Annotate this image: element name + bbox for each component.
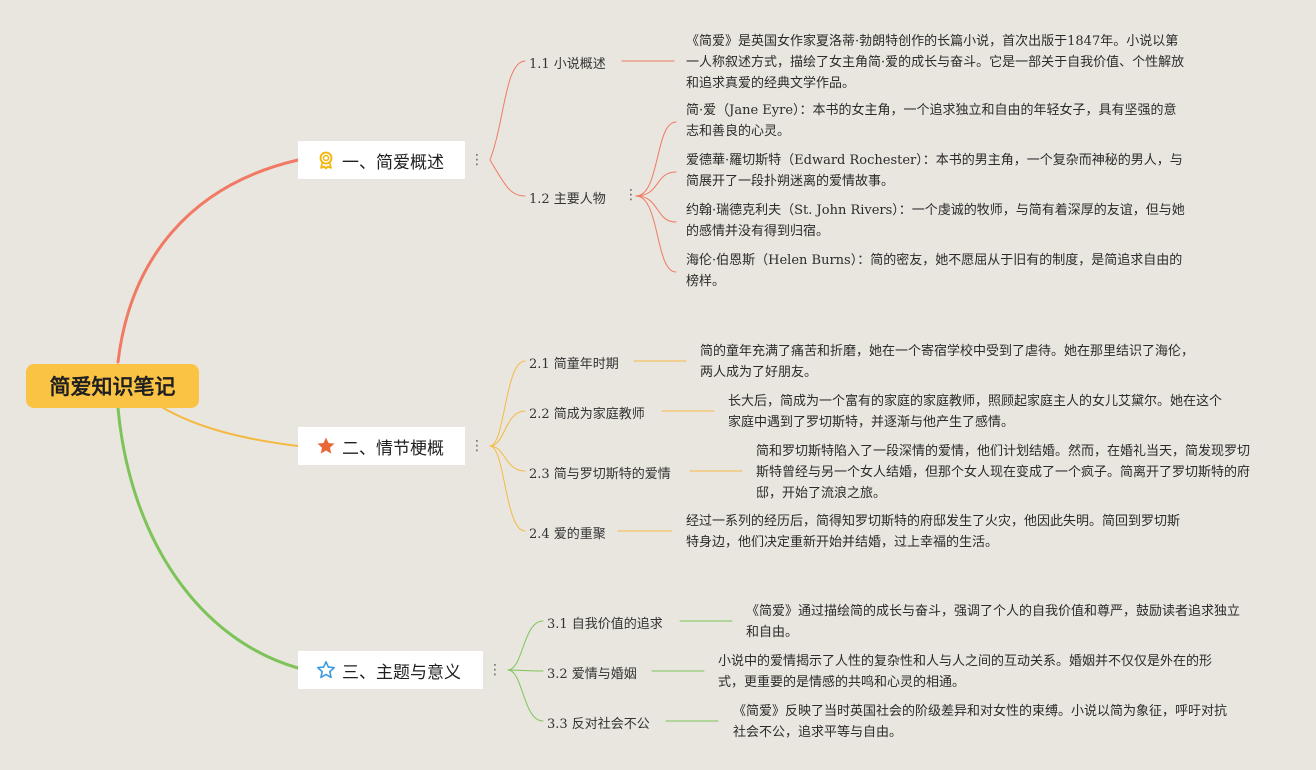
branch-node-overview[interactable]: 一、简爱概述 (298, 141, 465, 179)
leaf-node[interactable]: 海伦·伯恩斯（Helen Burns）：简的密友，她不愿屈从于旧有的制度，是简追… (686, 253, 1183, 289)
root-connector (116, 158, 300, 364)
leaf-node[interactable]: 小说中的爱情揭示了人性的复杂性和人与人之间的互动关系。婚姻并不仅仅是外在的形式，… (718, 654, 1213, 690)
sub-node-3-3[interactable]: 3.3 反对社会不公 (547, 717, 650, 732)
root-connector (159, 405, 299, 447)
leaf-node[interactable]: 《简爱》反映了当时英国社会的阶级差异和对女性的束缚。小说以简为象征，呼吁对抗社会… (733, 704, 1228, 740)
branch-node-plot[interactable]: 二、情节梗概 (298, 427, 465, 465)
leaf-connector (635, 195, 677, 273)
leaf-connector (635, 195, 677, 223)
ribbon-award-icon (316, 150, 336, 170)
leaf-node[interactable]: 爱德華·羅切斯特（Edward Rochester）：本书的男主角，一个复杂而神… (686, 153, 1183, 189)
branch-label: 二、情节梗概 (342, 438, 444, 459)
branch-connector (489, 445, 526, 532)
branch-connector (507, 669, 544, 672)
branch-label: 三、主题与意义 (342, 662, 461, 683)
sub-node-1-1[interactable]: 1.1 小说概述 (529, 57, 606, 72)
root-node[interactable]: 简爱知识笔记 (26, 364, 199, 408)
branch-connector (489, 410, 526, 447)
branch-connector (489, 159, 526, 197)
branch-more-handle[interactable]: ⋮ (470, 152, 484, 168)
leaf-connector (635, 121, 677, 197)
leaf-connector (635, 171, 677, 197)
root-connector (116, 406, 300, 670)
root-node-label: 简爱知识笔记 (49, 375, 176, 399)
leaf-node[interactable]: 《简爱》是英国女作家夏洛蒂·勃朗特创作的长篇小说，首次出版于1847年。小说以第… (686, 34, 1185, 91)
leaf-node[interactable]: 简和罗切斯特陷入了一段深情的爱情，他们计划结婚。然而，在婚礼当天，简发现罗切斯特… (756, 444, 1251, 501)
leaf-node[interactable]: 简·爱（Jane Eyre）：本书的女主角，一个追求独立和自由的年轻女子，具有坚… (686, 103, 1177, 139)
star-filled-icon (316, 436, 336, 456)
sub-node-3-2[interactable]: 3.2 爱情与婚姻 (547, 667, 637, 682)
leaf-node[interactable]: 约翰·瑞德克利夫（St. John Rivers）：一个虔诚的牧师，与简有着深厚… (686, 203, 1185, 239)
branch-connector (489, 445, 526, 472)
sub-more-handle[interactable]: ⋮ (624, 187, 638, 203)
sub-node-1-2[interactable]: 1.2 主要人物 (529, 192, 606, 207)
branch-connector (507, 620, 544, 671)
branch-connector (489, 60, 526, 161)
star-outline-icon (316, 660, 336, 680)
branch-connector (507, 669, 544, 722)
sub-node-2-3[interactable]: 2.3 简与罗切斯特的爱情 (529, 467, 671, 482)
branch-more-handle[interactable]: ⋮ (470, 438, 484, 454)
branch-more-handle[interactable]: ⋮ (488, 662, 502, 678)
sub-node-2-4[interactable]: 2.4 爱的重聚 (529, 527, 606, 542)
leaf-node[interactable]: 简的童年充满了痛苦和折磨，她在一个寄宿学校中受到了虐待。她在那里结识了海伦，两人… (700, 344, 1195, 380)
sub-node-2-2[interactable]: 2.2 简成为家庭教师 (529, 407, 645, 422)
sub-node-2-1[interactable]: 2.1 简童年时期 (529, 357, 619, 372)
leaf-node[interactable]: 长大后，简成为一个富有的家庭的家庭教师，照顾起家庭主人的女儿艾黛尔。她在这个家庭… (728, 394, 1223, 430)
leaf-node[interactable]: 经过一系列的经历后，简得知罗切斯特的府邸发生了火灾，他因此失明。简回到罗切斯特身… (686, 514, 1181, 550)
branch-node-themes[interactable]: 三、主题与意义 (298, 651, 483, 689)
leaf-node[interactable]: 《简爱》通过描绘简的成长与奋斗，强调了个人的自我价值和尊严，鼓励读者追求独立和自… (746, 604, 1241, 640)
branch-label: 一、简爱概述 (342, 152, 444, 173)
branch-connector (489, 360, 526, 447)
sub-node-3-1[interactable]: 3.1 自我价值的追求 (547, 617, 663, 632)
